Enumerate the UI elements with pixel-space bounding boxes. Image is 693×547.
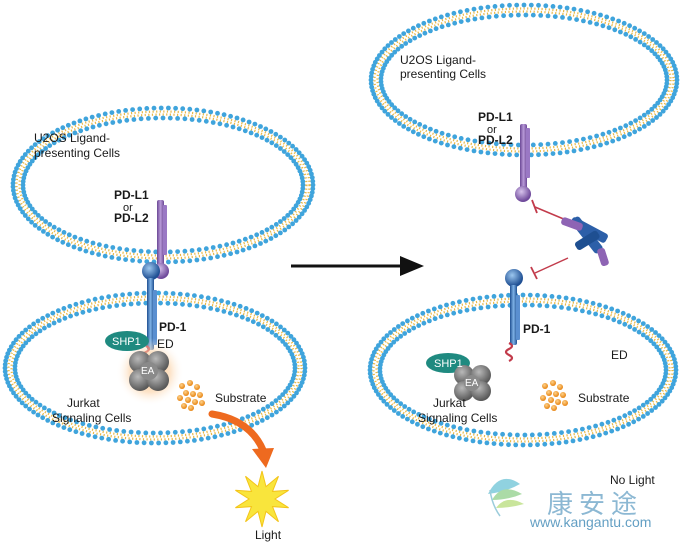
transition-arrow xyxy=(291,256,424,276)
left-ligand-cell-label-line1: U2OS Ligand- xyxy=(34,131,111,145)
left-light-arrow xyxy=(208,410,274,468)
right-inhibition-lines xyxy=(530,199,569,280)
right-pd1-label: PD-1 xyxy=(523,322,551,336)
watermark-chinese-logo: 康安途 xyxy=(547,490,644,520)
right-jurkat-label-line2: Signaling Cells xyxy=(418,411,498,425)
left-panel xyxy=(105,200,289,528)
left-jurkat-label-line2: Signaling Cells xyxy=(52,411,132,425)
right-or-label: or xyxy=(487,124,497,136)
right-antibody xyxy=(561,216,609,267)
right-ed-label: ED xyxy=(611,348,628,362)
left-pd1-label: PD-1 xyxy=(159,320,187,334)
right-jurkat-membrane xyxy=(367,292,679,448)
right-panel xyxy=(426,124,609,411)
left-light-label: Light xyxy=(255,528,282,542)
left-shp1-label: SHP1 xyxy=(112,336,141,348)
left-pd-l2-label: PD-L2 xyxy=(114,211,149,225)
right-ea-complex xyxy=(454,365,491,401)
left-u2os-membrane xyxy=(10,105,316,265)
watermark-leaf-icon xyxy=(488,478,524,517)
right-pd-ligand xyxy=(515,124,531,202)
watermark-url: www.kangantu.com xyxy=(530,514,652,530)
right-ea-label: EA xyxy=(465,378,479,389)
left-shp1-oval xyxy=(105,331,149,351)
left-ed-label: ED xyxy=(157,337,174,351)
right-substrate-label: Substrate xyxy=(578,391,630,405)
left-substrate-dots xyxy=(177,380,205,411)
right-pd-l2-label: PD-L2 xyxy=(478,133,513,147)
left-jurkat-label-line1: Jurkat xyxy=(67,396,100,410)
right-pd1-receptor xyxy=(504,269,523,362)
right-no-light-label: No Light xyxy=(610,473,655,487)
left-ea-label: EA xyxy=(141,366,155,377)
right-ligand-cell-label-line1: U2OS Ligand- xyxy=(400,53,477,67)
right-jurkat-label-line1: Jurkat xyxy=(433,396,466,410)
right-ligand-cell-label-line2: presenting Cells xyxy=(400,67,487,81)
left-ligand-cell-label-line2: presenting Cells xyxy=(34,146,121,160)
right-u2os-membrane xyxy=(368,2,680,158)
right-substrate-dots xyxy=(540,380,568,411)
left-or-label: or xyxy=(123,202,133,214)
left-pd1-receptor xyxy=(141,262,160,365)
left-light-star-icon xyxy=(235,470,289,528)
left-substrate-label: Substrate xyxy=(215,391,267,405)
left-ea-complex xyxy=(129,351,169,391)
left-pd-l1-label: PD-L1 xyxy=(114,188,149,202)
right-shp1-label: SHP1 xyxy=(434,358,463,370)
right-pd-l1-label: PD-L1 xyxy=(478,110,513,124)
